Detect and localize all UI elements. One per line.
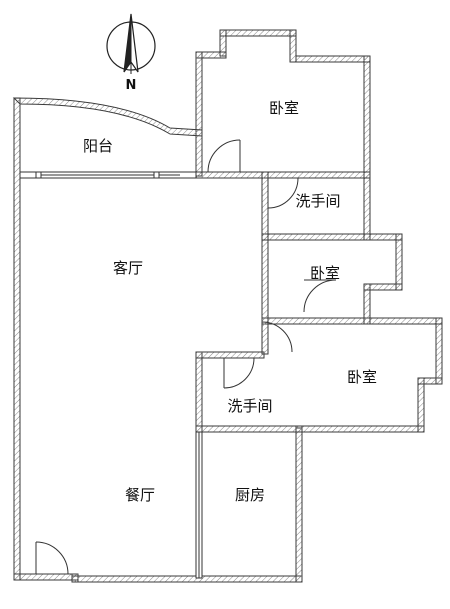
door-middle-bedroom (303, 279, 337, 313)
room-label-kitchen: 厨房 (235, 486, 265, 504)
room-label-bedroom-top: 卧室 (269, 99, 299, 117)
compass-north-letter: N (126, 78, 137, 93)
outer-walls (12, 29, 443, 583)
door-top-bathroom (267, 177, 299, 209)
room-label-bathroom-bottom: 洗手间 (227, 397, 272, 415)
kitchen-sliding-door (195, 431, 203, 579)
room-label-living-room: 客厅 (113, 259, 143, 277)
door-lower-bathroom (223, 357, 255, 389)
compass: N (106, 13, 156, 93)
door-right-bedroom (261, 321, 293, 353)
room-label-bedroom-middle: 卧室 (310, 264, 340, 282)
room-label-balcony: 阳台 (83, 137, 113, 155)
door-entrance (35, 541, 69, 575)
balcony-door (19, 171, 197, 179)
room-label-bathroom-top: 洗手间 (295, 192, 340, 210)
room-label-dining-room: 餐厅 (125, 486, 155, 504)
door-top-bedroom (207, 139, 241, 173)
compass-needle-fill (124, 14, 131, 72)
room-label-bedroom-right: 卧室 (347, 368, 377, 386)
